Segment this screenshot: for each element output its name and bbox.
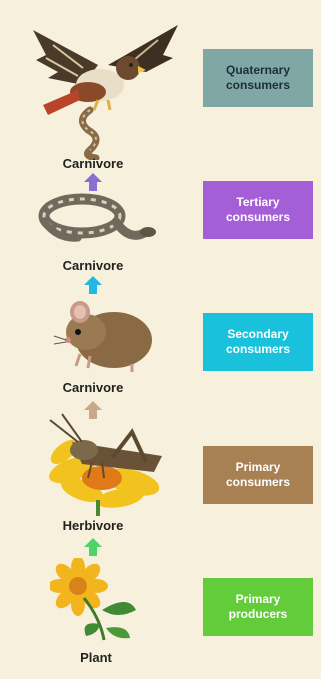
level-label-line1: Tertiary [226, 195, 290, 210]
mouse-label: Carnivore [33, 380, 153, 395]
secondary-consumers-box: Secondary consumers [203, 313, 313, 371]
arrow-shape [84, 276, 102, 294]
level-label-line2: consumers [226, 342, 290, 357]
primary-consumers-box: Primary consumers [203, 446, 313, 504]
snake-icon [38, 192, 158, 254]
level-label-line2: consumers [226, 210, 290, 225]
snake-label: Carnivore [33, 258, 153, 273]
primary-producers-box: Primary producers [203, 578, 313, 636]
tertiary-consumers-box: Tertiary consumers [203, 181, 313, 239]
flower-stem [88, 500, 108, 516]
arrow-up-4 [83, 537, 103, 557]
hawk-icon [28, 10, 183, 160]
level-label-line1: Quaternary [226, 63, 290, 78]
mouse-icon [50, 296, 160, 374]
arrow-up-1 [83, 172, 103, 192]
level-label-line1: Secondary [226, 327, 290, 342]
arrow-shape [84, 173, 102, 191]
quaternary-consumers-box: Quaternary consumers [203, 49, 313, 107]
grasshopper-label: Herbivore [33, 518, 153, 533]
level-label-line2: producers [229, 607, 288, 622]
level-label-line1: Primary [229, 592, 288, 607]
level-label-line2: consumers [226, 78, 290, 93]
arrow-up-2 [83, 275, 103, 295]
plant-icon [50, 558, 142, 642]
hawk-label: Carnivore [33, 156, 153, 171]
level-label-line2: consumers [226, 475, 290, 490]
level-label-line1: Primary [226, 460, 290, 475]
plant-label: Plant [36, 650, 156, 665]
grasshopper-icon [42, 412, 172, 512]
arrow-shape [84, 538, 102, 556]
